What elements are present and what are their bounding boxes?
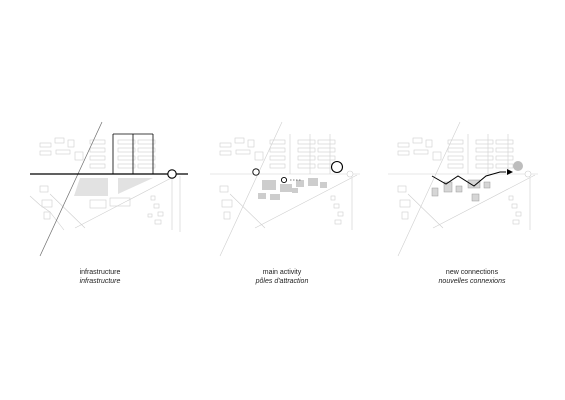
attraction-poles bbox=[252, 160, 354, 184]
caption-main-activity: main activity pôles d'attraction bbox=[212, 268, 352, 286]
site-blocks bbox=[431, 179, 491, 202]
diagonal-rail-line bbox=[39, 121, 103, 257]
infrastructure-lines bbox=[30, 121, 188, 257]
caption-fr: nouvelles connexions bbox=[438, 278, 506, 285]
pole-large-right bbox=[330, 160, 344, 174]
arrow-head bbox=[507, 169, 513, 175]
caption-en: main activity bbox=[262, 269, 302, 276]
node-circle bbox=[167, 169, 177, 179]
caption-en: infrastructure bbox=[79, 269, 121, 276]
connection-path bbox=[431, 161, 532, 187]
caption-fr: pôles d'attraction bbox=[255, 278, 309, 285]
development-zone bbox=[74, 178, 153, 209]
context-map bbox=[388, 121, 538, 257]
panel-infrastructure bbox=[29, 121, 188, 257]
panel-new-connections bbox=[388, 121, 538, 257]
caption-new-connections: new connections nouvelles connexions bbox=[402, 268, 542, 286]
destination-node bbox=[513, 161, 523, 171]
pole-small-mid bbox=[280, 176, 288, 184]
panel-main-activity bbox=[210, 121, 360, 257]
connection-line bbox=[431, 171, 506, 187]
activity-blocks bbox=[258, 178, 327, 200]
pole-small-left bbox=[252, 168, 260, 176]
caption-fr: infrastructure bbox=[79, 278, 121, 285]
context-map bbox=[210, 121, 360, 257]
caption-en: new connections bbox=[445, 269, 499, 276]
caption-infrastructure: infrastructure infrastructure bbox=[30, 268, 170, 286]
context-map bbox=[29, 137, 181, 232]
